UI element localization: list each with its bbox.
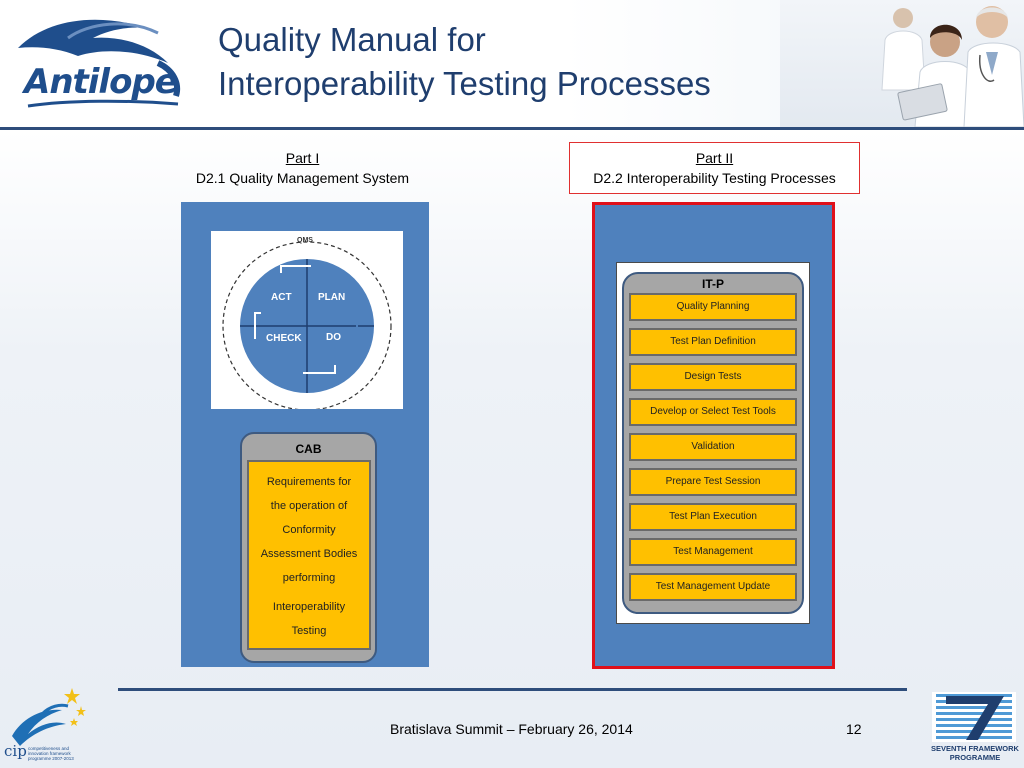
page-title-line-2: Interoperability Testing Processes — [218, 65, 711, 102]
pdca-do-label: DO — [326, 332, 341, 343]
itp-step: Test Plan Execution — [629, 503, 797, 531]
fp7-line-1: SEVENTH FRAMEWORK — [931, 744, 1019, 753]
cab-line: Testing — [291, 625, 327, 637]
qms-label: QMS — [297, 237, 313, 244]
itp-step: Develop or Select Test Tools — [629, 398, 797, 426]
pdca-act-label: ACT — [271, 292, 292, 303]
itp-step: Quality Planning — [629, 293, 797, 321]
footer-event: Bratislava Summit – February 26, 2014 — [390, 721, 633, 737]
cab-line: Requirements for — [266, 476, 352, 488]
page-title-line-1: Quality Manual for — [218, 21, 486, 58]
cab-line: performing — [282, 572, 336, 584]
part-1-caption: Part I D2.1 Quality Management System — [170, 148, 435, 188]
pdca-plan-label: PLAN — [318, 292, 346, 303]
cab-title: CAB — [295, 442, 322, 456]
part-1-label: Part I — [285, 150, 320, 166]
itp-step: Design Tests — [629, 363, 797, 391]
pdca-cycle-diagram — [222, 241, 392, 411]
footer-divider — [118, 688, 907, 691]
doctors-photo-icon — [780, 0, 1024, 127]
antilope-logo-icon — [18, 19, 180, 108]
itp-title: IT-P — [701, 277, 724, 291]
slide-background — [0, 130, 1024, 768]
cab-line: Conformity — [282, 524, 336, 536]
itp-step: Prepare Test Session — [629, 468, 797, 496]
itp-box: IT-P Quality Planning Test Plan Definiti… — [622, 272, 804, 614]
itp-step: Validation — [629, 433, 797, 461]
cab-line: Interoperability — [272, 601, 346, 613]
pdca-check-label: CHECK — [266, 333, 302, 344]
cip-logo-subtext: competitiveness and innovation framework… — [28, 746, 74, 761]
part-1-name: D2.1 Quality Management System — [195, 170, 410, 186]
qms-diagram: QMS ACT PLAN CHECK DO — [211, 231, 403, 411]
slide-header: Antilope Quality Manual for Interoperabi… — [0, 0, 1024, 130]
part-2-caption: Part II D2.2 Interoperability Testing Pr… — [569, 142, 860, 194]
antilope-logo-text: Antilope — [24, 62, 178, 102]
itp-step: Test Management Update — [629, 573, 797, 601]
cab-requirements-box: Requirements for the operation of Confor… — [247, 460, 371, 650]
header-divider — [0, 127, 1024, 130]
fp7-line-2: PROGRAMME — [949, 753, 1001, 762]
part-2-name: D2.2 Interoperability Testing Processes — [593, 170, 836, 186]
cip-logo-text: cip — [4, 742, 27, 760]
cip-logo-icon — [12, 688, 86, 746]
page-title: Quality Manual for Interoperability Test… — [218, 18, 711, 106]
cab-line: Assessment Bodies — [260, 548, 358, 560]
fp7-logo-icon — [932, 692, 1016, 742]
cab-line: the operation of — [270, 500, 348, 512]
itp-step: Test Plan Definition — [629, 328, 797, 356]
page-number: 12 — [846, 721, 862, 737]
fp7-logo-text: SEVENTH FRAMEWORK PROGRAMME — [928, 744, 1022, 762]
itp-step: Test Management — [629, 538, 797, 566]
part-2-label: Part II — [695, 150, 734, 166]
cab-box: CAB Requirements for the operation of Co… — [240, 432, 377, 663]
